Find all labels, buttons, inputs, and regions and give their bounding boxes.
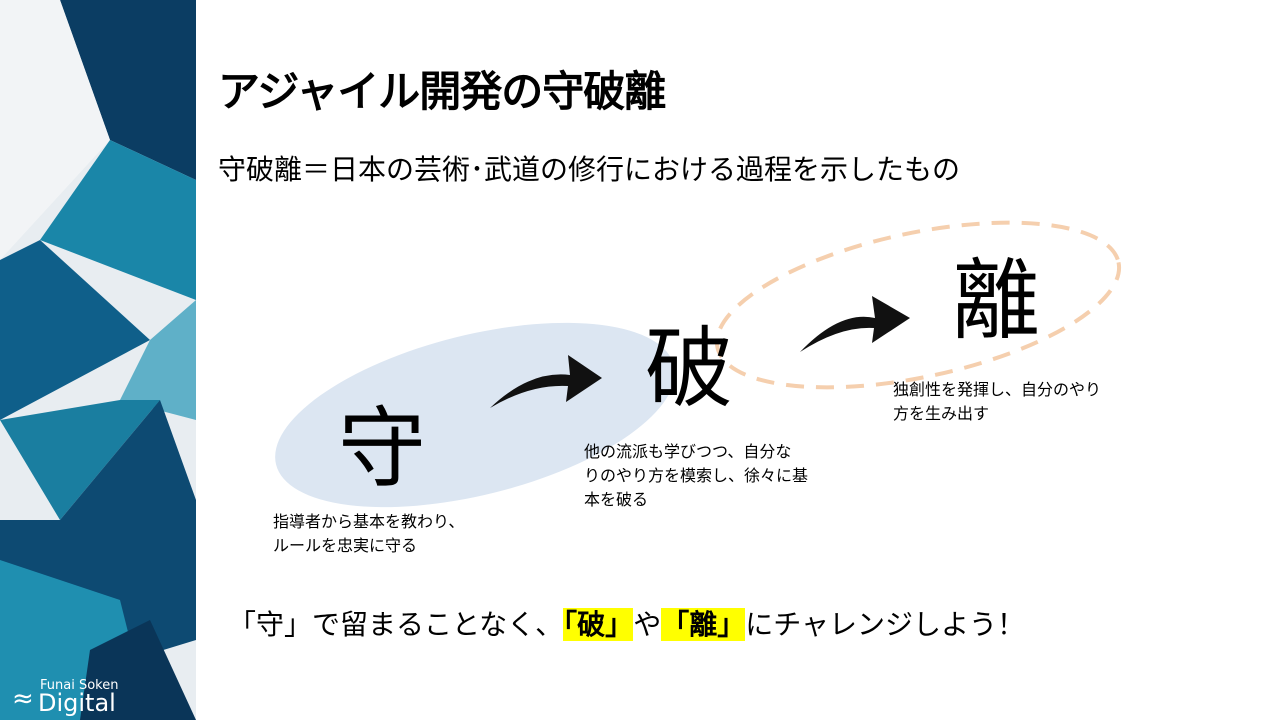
footer-text: や	[633, 608, 662, 641]
desc-line: 指導者から基本を教わり、	[273, 512, 465, 531]
call-to-action: 「守」で留まることなく、「破」や「離」にチャレンジしよう！	[228, 603, 1025, 643]
arrow-icon	[490, 355, 602, 408]
desc-line: 方を生み出す	[893, 404, 990, 423]
desc-line: りのやり方を模索し、徐々に基	[584, 466, 809, 485]
footer-text: にチャレンジしよう！	[745, 608, 1025, 641]
desc-line: 他の流派も学びつつ、自分な	[584, 442, 792, 461]
shu-description: 指導者から基本を教わり、 ルールを忠実に守る	[273, 510, 464, 558]
slide-title: アジャイル開発の守破離	[218, 67, 666, 116]
ri-description: 独創性を発揮し、自分のやり 方を生み出す	[893, 378, 1101, 426]
wave-logo-icon: ≈	[12, 684, 34, 714]
footer-text: 「守」で留まることなく、	[228, 608, 564, 641]
kanji-shu: 守	[338, 397, 427, 500]
company-logo: Funai Soken Digital ≈	[12, 678, 118, 717]
subtitle: 守破離＝日本の芸術･武道の修行における過程を示したもの	[218, 153, 961, 186]
highlight-ha: 「破」	[563, 608, 634, 641]
kanji-ri: 離	[952, 249, 1041, 352]
kanji-ha: 破	[645, 317, 734, 420]
highlight-ri: 「離」	[661, 608, 746, 641]
desc-line: 本を破る	[584, 490, 649, 509]
logo-line2: Digital	[38, 689, 116, 717]
desc-line: ルールを忠実に守る	[273, 536, 418, 555]
desc-line: 独創性を発揮し、自分のやり	[893, 380, 1102, 399]
logo-line1: Funai Soken	[40, 678, 119, 693]
ri-dashed-ellipse	[714, 220, 1122, 390]
decorative-sidebar	[0, 0, 196, 720]
ha-description: 他の流派も学びつつ、自分な りのやり方を模索し、徐々に基 本を破る	[584, 440, 808, 512]
arrow-icon	[800, 296, 910, 352]
